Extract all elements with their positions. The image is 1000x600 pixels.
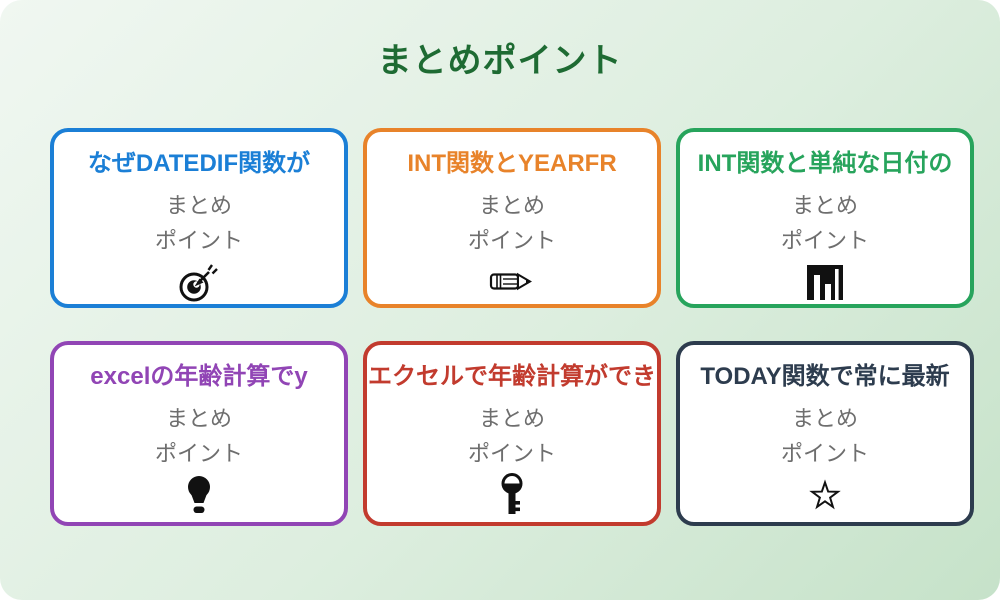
card-int-date[interactable]: INT関数と単純な日付の まとめ ポイント	[676, 128, 974, 308]
card-subtitle-line1: まとめ	[478, 406, 545, 431]
card-title: excelの年齢計算でy	[90, 363, 308, 390]
card-datedif[interactable]: なぜDATEDIF関数が まとめ ポイント	[50, 128, 348, 308]
star-icon	[807, 473, 843, 517]
card-title: エクセルで年齢計算ができ	[368, 363, 656, 390]
card-subtitle-line2: ポイント	[467, 441, 556, 466]
card-subtitle-line2: ポイント	[154, 228, 243, 253]
card-subtitle: まとめ ポイント	[468, 401, 556, 471]
key-icon	[494, 473, 530, 517]
card-excel-keiisan[interactable]: エクセルで年齢計算ができ まとめ ポイント	[363, 341, 661, 526]
pencil-icon	[488, 260, 536, 304]
card-subtitle-line2: ポイント	[780, 228, 869, 253]
card-today[interactable]: TODAY関数で常に最新 まとめ ポイント	[676, 341, 974, 526]
card-grid: なぜDATEDIF関数が まとめ ポイント INT関数とYEARFR	[50, 128, 974, 526]
page-title: まとめポイント	[377, 42, 623, 80]
card-title: INT関数とYEARFR	[407, 150, 617, 177]
card-excel-age[interactable]: excelの年齢計算でy まとめ ポイント	[50, 341, 348, 526]
card-subtitle: まとめ ポイント	[781, 401, 869, 471]
card-subtitle-line1: まとめ	[478, 193, 545, 218]
card-subtitle-line1: まとめ	[791, 406, 858, 431]
card-title: なぜDATEDIF関数が	[87, 150, 311, 177]
bar-chart-icon	[804, 260, 846, 304]
card-subtitle-line2: ポイント	[780, 441, 869, 466]
card-subtitle-line1: まとめ	[165, 193, 232, 218]
card-int-yearfr[interactable]: INT関数とYEARFR まとめ ポイント	[363, 128, 661, 308]
card-subtitle: まとめ ポイント	[781, 188, 869, 258]
card-title: TODAY関数で常に最新	[700, 363, 950, 390]
card-subtitle: まとめ ポイント	[468, 188, 556, 258]
card-subtitle: まとめ ポイント	[155, 188, 243, 258]
card-subtitle: まとめ ポイント	[155, 401, 243, 471]
lightbulb-icon	[180, 473, 218, 517]
card-subtitle-line1: まとめ	[165, 406, 232, 431]
card-subtitle-line2: ポイント	[467, 228, 556, 253]
card-subtitle-line2: ポイント	[154, 441, 243, 466]
card-title: INT関数と単純な日付の	[697, 150, 953, 177]
target-dart-icon	[176, 260, 222, 304]
card-subtitle-line1: まとめ	[791, 193, 858, 218]
